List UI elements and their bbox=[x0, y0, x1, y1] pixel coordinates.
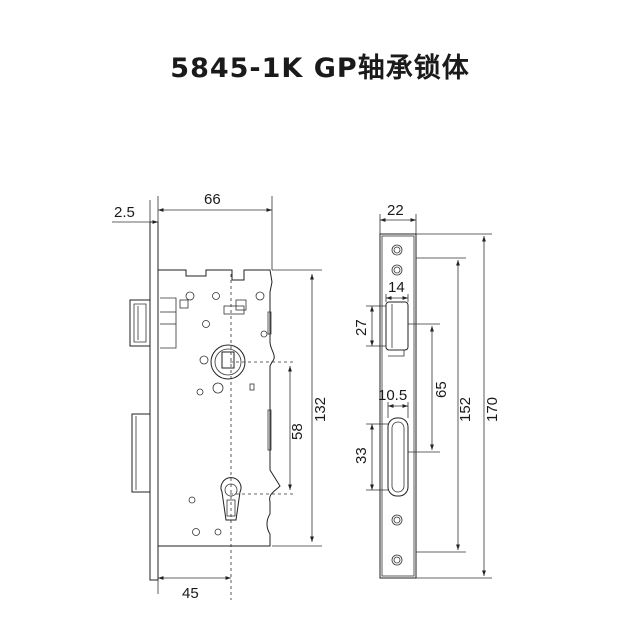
dim-label: 33 bbox=[353, 447, 370, 464]
dim-label: 2.5 bbox=[114, 204, 135, 221]
faceplate-strip bbox=[149, 221, 159, 581]
deadbolt bbox=[131, 413, 151, 493]
dim-label: 132 bbox=[312, 397, 329, 422]
dim-label: 27 bbox=[353, 319, 370, 336]
deadbolt-slot bbox=[387, 417, 409, 497]
dim-label: 66 bbox=[204, 191, 221, 208]
side-view: 22 14 27 65 152 170 10.5 33 bbox=[353, 202, 501, 579]
dim-label: 170 bbox=[484, 397, 501, 422]
dim-label: 152 bbox=[457, 397, 474, 422]
latch-bolt bbox=[129, 299, 151, 347]
dim-label: 14 bbox=[388, 279, 405, 296]
dim-label: 58 bbox=[289, 423, 306, 440]
dim-label: 22 bbox=[387, 202, 404, 219]
screw-hole-1 bbox=[185, 291, 195, 301]
dim-label: 65 bbox=[433, 381, 450, 398]
faceplate bbox=[379, 233, 417, 579]
latch-side bbox=[385, 301, 409, 357]
handle-follower bbox=[210, 344, 246, 380]
page-title: 5845-1K GP轴承锁体 bbox=[170, 53, 470, 84]
dim-label: 10.5 bbox=[378, 387, 407, 404]
front-view: 2.5 66 58 132 45 bbox=[112, 191, 329, 602]
lock-case-outline bbox=[157, 269, 281, 547]
dim-label: 45 bbox=[182, 585, 199, 602]
